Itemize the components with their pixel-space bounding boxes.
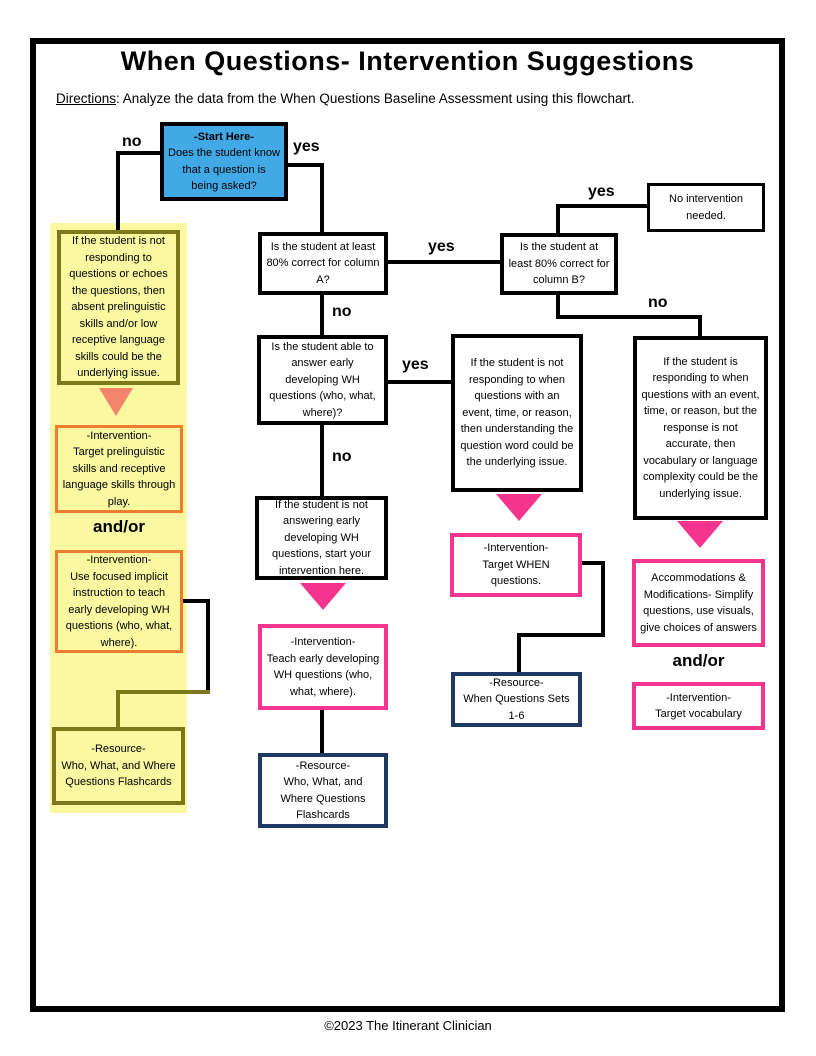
connector-columnb-no-v2 (698, 315, 702, 337)
node-left-issue-body: If the student is not responding to ques… (69, 235, 168, 380)
node-no-intervention: No intervention needed. (647, 183, 765, 232)
node-column-a-body: Is the student at least 80% correct for … (266, 240, 380, 286)
and-or-label-right: and/or (672, 651, 725, 670)
node-left-issue: If the student is not responding to ques… (57, 230, 180, 385)
connector-when-resource-v1 (601, 561, 605, 637)
node-wh-question-body: Is the student able to answer early deve… (269, 340, 376, 419)
node-right-issue-body: If the student is responding to when que… (641, 355, 760, 500)
connector-start-yes-v (320, 163, 324, 233)
connector-wh-yes-h (388, 380, 451, 384)
node-when-intervention: -Intervention- Target WHEN questions. (450, 533, 582, 597)
connector-mid-resource-v (320, 710, 324, 754)
down-arrow-pink-mid (300, 583, 346, 610)
connector-columna-no-v (320, 295, 324, 336)
node-left-intervention-2-title: -Intervention- (86, 554, 152, 566)
down-arrow-salmon-left (99, 388, 133, 416)
edge-label-yes-wh: yes (402, 356, 429, 373)
node-left-intervention-2: -Intervention- Use focused implicit inst… (55, 550, 183, 653)
connector-columnb-yes-h (556, 204, 647, 208)
node-mid-intervention-title: -Intervention- (290, 636, 356, 648)
node-mid-issue-body: If the student is not answering early de… (271, 498, 372, 577)
node-column-a: Is the student at least 80% correct for … (258, 232, 388, 295)
node-left-resource-body: Who, What, and Where Questions Flashcard… (61, 759, 176, 789)
connector-columnb-no-h (556, 315, 702, 319)
connector-start-no-v (116, 151, 120, 231)
node-when-intervention-title: -Intervention- (483, 542, 549, 555)
node-mid-intervention: -Intervention- Teach early developing WH… (258, 624, 388, 710)
node-right-intervention-title: -Intervention- (666, 691, 731, 704)
node-when-resource: -Resource- When Questions Sets 1-6 (451, 672, 582, 727)
node-left-intervention-2-body: Use focused implicit instruction to teac… (65, 570, 173, 649)
node-left-intervention-1-body: Target prelinguistic skills and receptiv… (62, 446, 176, 508)
node-column-b-body: Is the student at least 80% correct for … (508, 241, 610, 287)
connector-columnb-no-v1 (556, 295, 560, 319)
directions-rest: : Analyze the data from the When Questio… (116, 91, 635, 106)
node-mid-resource: -Resource- Who, What, and Where Question… (258, 753, 388, 828)
down-arrow-pink-right (677, 521, 723, 548)
connector-left-resource-h (116, 690, 210, 694)
connector-left-resource-v (116, 690, 120, 728)
connector-start-yes-h (288, 163, 324, 167)
node-when-resource-title: -Resource- (489, 676, 544, 689)
down-arrow-pink-when (496, 494, 542, 521)
edge-label-no-start: no (122, 133, 142, 150)
connector-columnb-yes-v (556, 204, 560, 234)
node-left-intervention-1: -Intervention- Target prelinguistic skil… (55, 425, 183, 513)
directions-text: Directions: Analyze the data from the Wh… (56, 91, 756, 106)
node-mid-intervention-body: Teach early developing WH questions (who… (266, 652, 380, 698)
node-wh-question: Is the student able to answer early deve… (257, 335, 388, 425)
node-left-intervention-1-title: -Intervention- (86, 429, 152, 442)
node-accommodations-body: Accommodations & Modifications- Simplify… (640, 572, 757, 634)
connector-left-int2-h (183, 599, 210, 603)
node-no-intervention-body: No intervention needed. (669, 193, 743, 222)
node-when-intervention-body: Target WHEN questions. (482, 558, 550, 588)
edge-label-yes-columnb: yes (588, 183, 615, 200)
edge-label-yes-columna: yes (428, 238, 455, 255)
connector-when-resource-v2 (517, 633, 521, 673)
node-right-issue: If the student is responding to when que… (633, 336, 768, 520)
connector-left-int2-v (206, 599, 210, 694)
node-start-body: Does the student know that a question is… (168, 147, 280, 192)
node-mid-resource-title: -Resource- (295, 759, 351, 772)
node-accommodations: Accommodations & Modifications- Simplify… (632, 559, 765, 647)
connector-when-resource-h2 (517, 633, 605, 637)
edge-label-no-columna: no (332, 303, 352, 320)
node-when-issue-body: If the student is not responding to when… (460, 357, 574, 469)
page-title: When Questions- Intervention Suggestions (120, 46, 695, 76)
connector-columna-yes-h (388, 260, 500, 264)
node-right-intervention-body: Target vocabulary (655, 708, 742, 720)
connector-start-no-h (116, 151, 164, 155)
edge-label-no-wh: no (332, 448, 352, 465)
copyright-footer: ©2023 The Itinerant Clinician (324, 1018, 492, 1033)
node-right-intervention: -Intervention- Target vocabulary (632, 682, 765, 730)
node-start-title: -Start Here- (194, 130, 254, 143)
node-start: -Start Here- Does the student know that … (160, 122, 288, 201)
connector-wh-no-v (320, 425, 324, 496)
node-left-resource-title: -Resource- (91, 743, 146, 756)
node-when-resource-body: When Questions Sets 1-6 (463, 693, 570, 722)
directions-label: Directions (56, 91, 117, 106)
connector-when-resource-h1 (582, 561, 605, 565)
edge-label-yes-start: yes (293, 138, 320, 155)
node-column-b: Is the student at least 80% correct for … (500, 233, 618, 295)
node-mid-resource-body: Who, What, and Where Questions Flashcard… (280, 776, 366, 821)
edge-label-no-columnb: no (648, 294, 668, 311)
page-border-frame (30, 38, 785, 1012)
node-when-issue: If the student is not responding to when… (451, 334, 583, 492)
node-left-resource: -Resource- Who, What, and Where Question… (52, 727, 185, 805)
node-mid-issue: If the student is not answering early de… (255, 496, 388, 580)
and-or-label-left: and/or (93, 517, 145, 536)
